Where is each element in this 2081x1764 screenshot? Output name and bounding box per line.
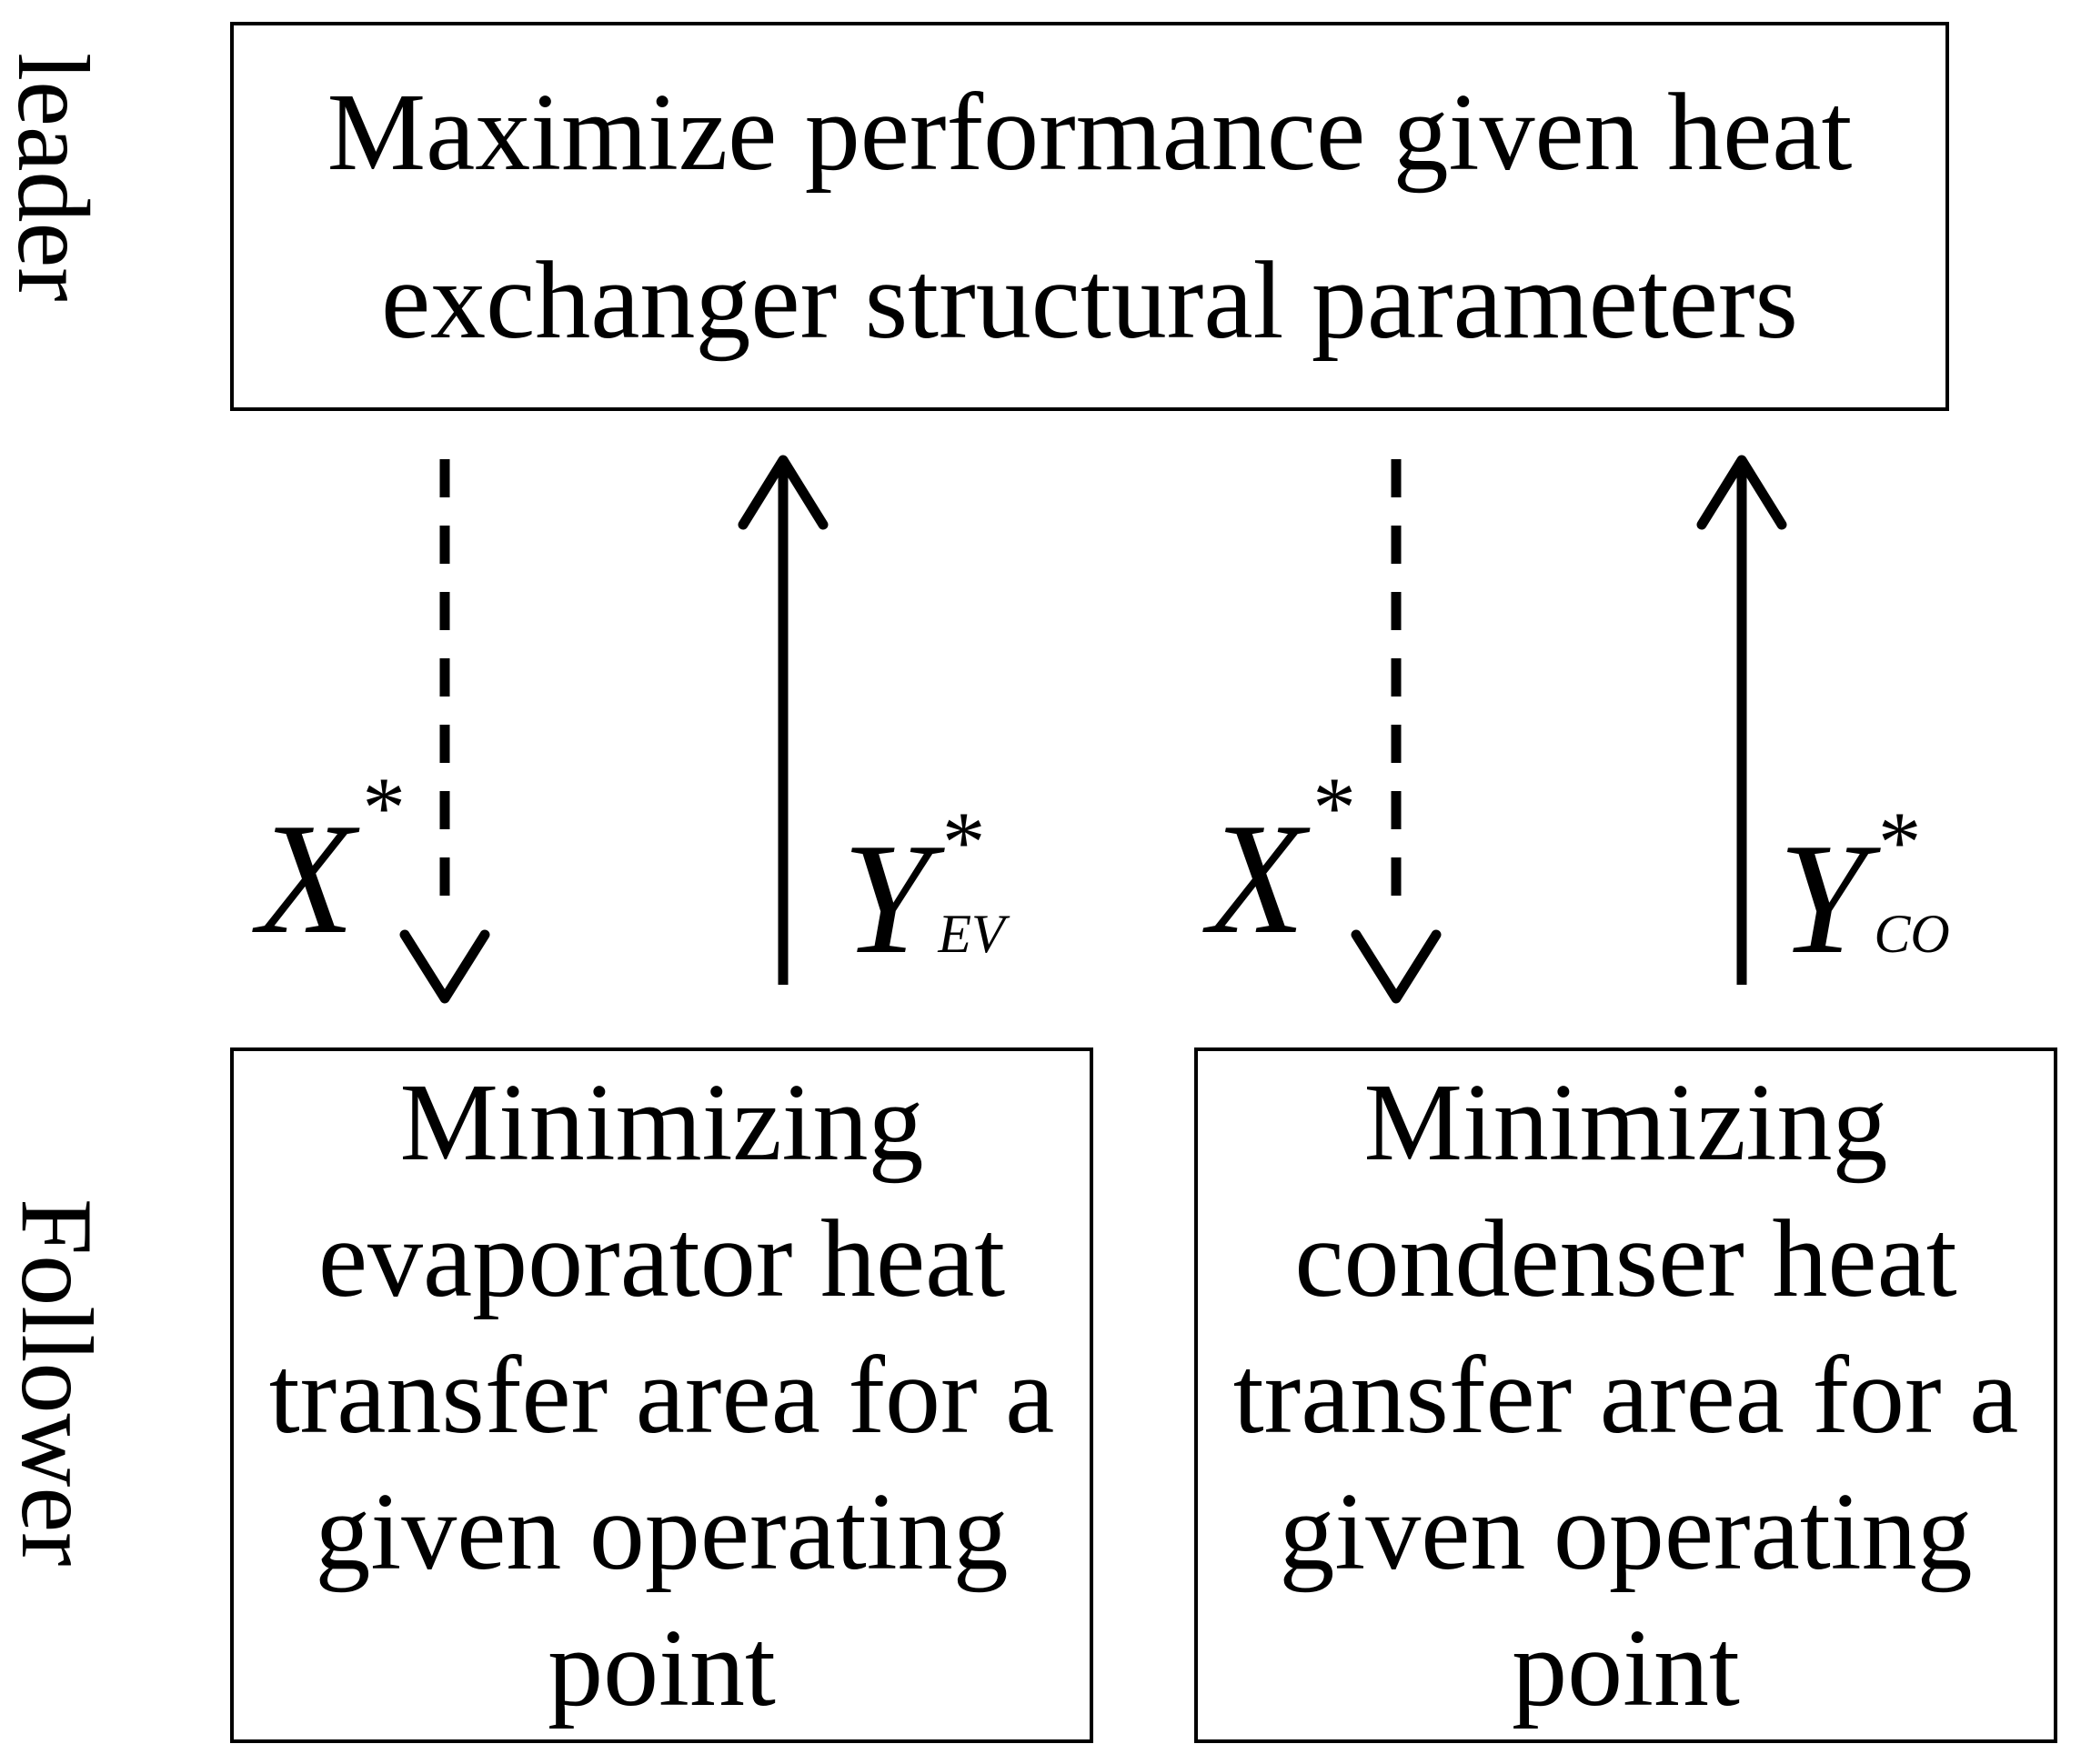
dashed-down-arrow-left: [399, 459, 490, 1004]
evaporator-box-line-3: transfer area for a: [268, 1333, 1055, 1457]
y-subscript-co: CO: [1874, 904, 1950, 964]
evaporator-box-line-2: evaporator heat: [317, 1197, 1006, 1320]
follower-box-evaporator: Minimizing evaporator heat transfer area…: [230, 1047, 1093, 1743]
follower-side-label: Follower: [0, 1198, 113, 1567]
x-base: X: [257, 790, 355, 967]
y-star-ev-label: Y*EV: [842, 799, 1005, 978]
condenser-box-line-2: condenser heat: [1294, 1197, 1957, 1320]
y-co-supsub: * CO: [1874, 794, 1950, 964]
up-arrowhead-icon: [738, 455, 829, 530]
condenser-box-line-3: transfer area for a: [1232, 1333, 2019, 1457]
y-base: Y: [1778, 810, 1867, 987]
solid-up-arrow-left: [738, 455, 829, 985]
leader-side-label: leader: [0, 53, 109, 302]
y-subscript-ev: EV: [938, 904, 1005, 964]
x-superscript-star: *: [1308, 759, 1352, 856]
x-star-label-right: X*: [1208, 765, 1352, 958]
leader-box-line-1: Maximize performance given heat: [327, 71, 1853, 194]
evaporator-box-line-1: Minimizing: [399, 1060, 924, 1184]
leader-box: Maximize performance given heat exchange…: [230, 22, 1949, 411]
condenser-box-line-4: given operating: [1279, 1469, 1973, 1593]
condenser-box-line-5: point: [1512, 1606, 1740, 1729]
y-superscript-star: *: [938, 794, 981, 890]
leader-box-line-2: exchanger structural parameters: [380, 239, 1799, 362]
dashed-down-arrow-right: [1351, 459, 1442, 1004]
down-arrowhead-icon: [1351, 929, 1442, 1004]
down-arrowhead-icon: [399, 929, 490, 1004]
evaporator-box-line-5: point: [548, 1606, 776, 1729]
x-superscript-star: *: [357, 759, 402, 856]
up-arrowhead-icon: [1696, 455, 1787, 530]
condenser-box-line-1: Minimizing: [1363, 1060, 1888, 1184]
x-base: X: [1208, 790, 1305, 967]
solid-up-arrow-right: [1696, 455, 1787, 985]
follower-box-condenser: Minimizing condenser heat transfer area …: [1194, 1047, 2057, 1743]
y-superscript-star: *: [1874, 794, 1917, 890]
evaporator-box-line-4: given operating: [315, 1469, 1009, 1593]
y-star-co-label: Y*CO: [1778, 799, 1950, 978]
y-base: Y: [842, 810, 931, 987]
y-ev-supsub: * EV: [938, 794, 1005, 964]
x-star-label-left: X*: [257, 765, 401, 958]
